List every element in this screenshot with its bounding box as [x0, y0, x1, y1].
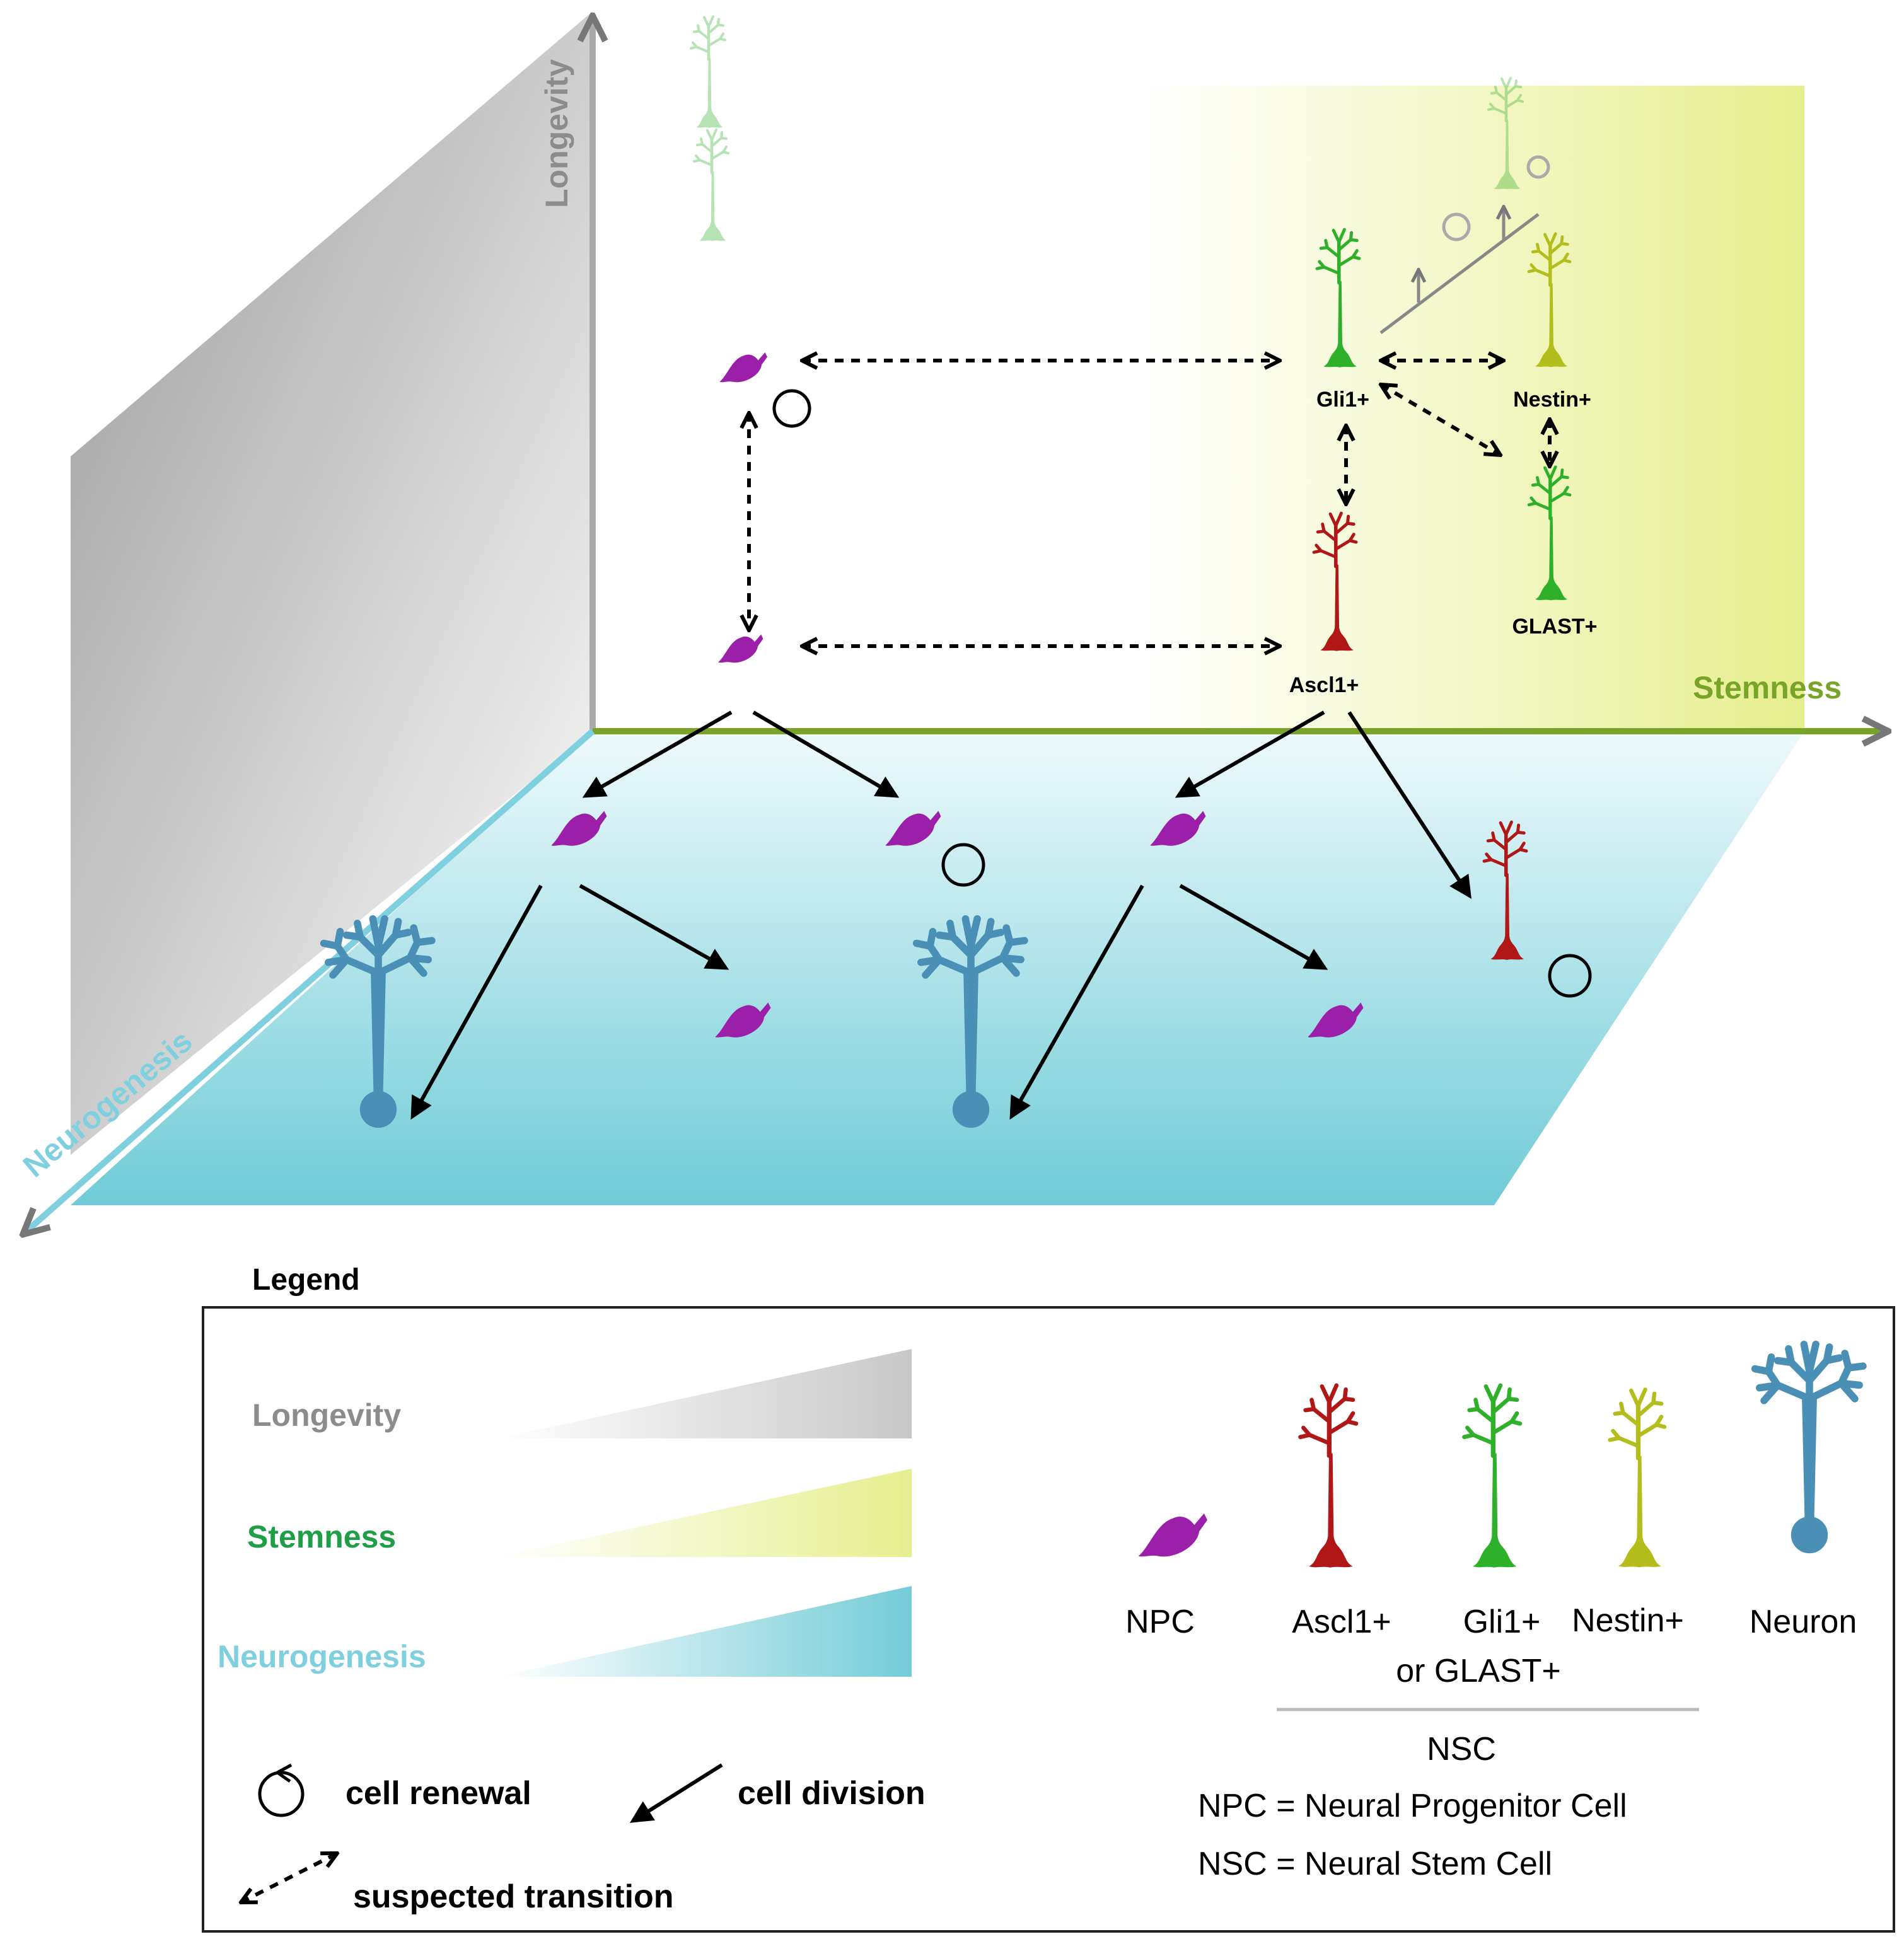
nsc-definition: NSC = Neural Stem Cell [1198, 1846, 1552, 1882]
legend-gli1-label: Gli1+ [1463, 1604, 1541, 1640]
renewal-icon [772, 389, 811, 428]
legend-longevity: Longevity [252, 1397, 401, 1433]
longevity-gradient [498, 1349, 912, 1438]
renewal-icon [1442, 212, 1471, 241]
legend-npc-icon [1138, 1513, 1207, 1557]
nestin-label: Nestin+ [1513, 388, 1591, 412]
legend-gli1-icon [1464, 1386, 1520, 1568]
legend-transition-icon [241, 1853, 337, 1902]
legend-nsc-label: NSC [1427, 1731, 1496, 1768]
legend-transition-text: suspected transition [353, 1878, 674, 1915]
ascl1-label: Ascl1+ [1289, 673, 1359, 697]
npc-definition: NPC = Neural Progenitor Cell [1198, 1788, 1627, 1824]
legend-division-text: cell division [738, 1775, 926, 1812]
renewal-icon [1548, 954, 1592, 998]
legend-renewal-icon [258, 1771, 305, 1817]
cell-division-arrows [410, 710, 1472, 1120]
legend-renewal-text: cell renewal [345, 1775, 531, 1812]
stemness-plane [598, 86, 1804, 731]
legend-nestin-icon [1610, 1389, 1664, 1567]
legend-nestin-label: Nestin+ [1572, 1602, 1684, 1639]
longevity-plane [71, 11, 593, 1155]
longevity-axis-label: Longevity [539, 59, 574, 208]
legend-ascl1-label: Ascl1+ [1292, 1604, 1391, 1640]
legend-neurogenesis: Neurogenesis [218, 1639, 426, 1674]
legend-title: Legend [252, 1263, 360, 1297]
legend-renewal-arrowhead [276, 1763, 293, 1783]
renewal-icon [941, 843, 985, 887]
neurogenesis-plane [71, 731, 1804, 1205]
legend-stemness: Stemness [247, 1519, 396, 1554]
stemness-axis-label: Stemness [1693, 670, 1842, 705]
legend-neuron-icon [1755, 1345, 1863, 1553]
suspected-transitions [749, 361, 1550, 646]
neurogenesis-gradient [498, 1586, 912, 1677]
renewal-icon [1526, 155, 1550, 179]
legend-division-icon [629, 1763, 723, 1823]
legend-npc-label: NPC [1125, 1604, 1195, 1640]
legend-or-glast-label: or GLAST+ [1396, 1653, 1561, 1689]
stemness-gradient [498, 1469, 912, 1557]
longevity-progression-line [1379, 213, 1540, 334]
legend-ascl1-icon [1300, 1386, 1356, 1568]
neurogenesis-axis [25, 729, 595, 1232]
glast-label: GLAST+ [1512, 615, 1597, 639]
legend-box [202, 1306, 1895, 1933]
gli1-label: Gli1+ [1316, 388, 1369, 412]
legend-neuron-label: Neuron [1750, 1604, 1857, 1640]
